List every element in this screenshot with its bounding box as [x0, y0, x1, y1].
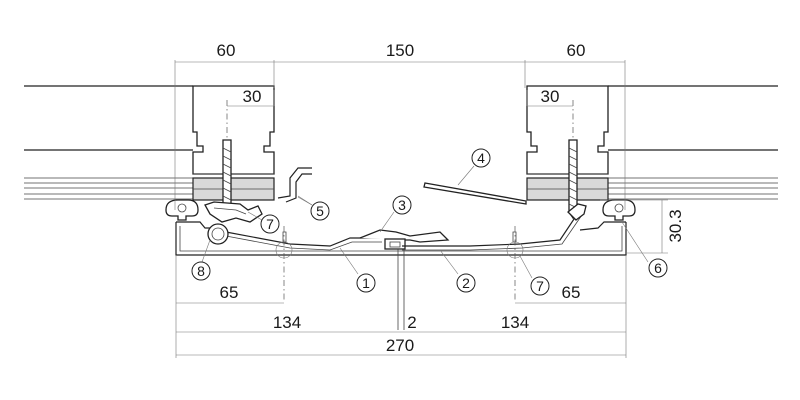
fastener-left — [275, 226, 293, 300]
dim-bottom-right-half: 134 — [501, 313, 529, 332]
height-dimension-lines — [600, 199, 668, 254]
balloon-2: 2 — [456, 273, 476, 293]
leader-lines — [201, 196, 649, 279]
flap-part-4 — [423, 165, 527, 205]
svg-text:2: 2 — [462, 275, 470, 291]
balloon-7-left: 7 — [260, 214, 280, 234]
balloon-8: 8 — [191, 261, 211, 281]
base-channel — [175, 205, 627, 330]
svg-text:1: 1 — [362, 275, 370, 291]
right-frame-block — [526, 85, 609, 175]
balloon-6: 6 — [648, 258, 668, 278]
dim-top-center: 150 — [386, 41, 414, 60]
roller-part-8 — [207, 223, 229, 245]
dim-screw-left: 30 — [243, 87, 262, 106]
left-frame-block — [192, 85, 275, 175]
clip-part-7-right — [567, 203, 587, 221]
balloon-5: 5 — [310, 201, 330, 221]
dim-top-left: 60 — [217, 41, 236, 60]
dim-bottom-right-offset: 65 — [562, 283, 581, 302]
svg-text:6: 6 — [654, 260, 662, 276]
clip-part-7-left — [204, 201, 263, 223]
dim-bottom-total: 270 — [386, 336, 414, 355]
left-screw — [222, 100, 232, 220]
dim-top-right: 60 — [567, 41, 586, 60]
dim-height-right: 30.3 — [666, 209, 685, 242]
balloon-7-right: 7 — [530, 276, 550, 296]
dim-screw-right: 30 — [541, 87, 560, 106]
dim-bottom-left-half: 134 — [273, 313, 301, 332]
svg-text:7: 7 — [266, 216, 274, 232]
svg-text:7: 7 — [536, 278, 544, 294]
top-dimension-lines — [174, 60, 626, 210]
svg-text:3: 3 — [398, 197, 406, 213]
svg-text:8: 8 — [197, 263, 205, 279]
fastener-right — [506, 226, 524, 300]
dim-bottom-left-offset: 65 — [220, 283, 239, 302]
balloon-3: 3 — [392, 195, 412, 215]
dim-bottom-gap: 2 — [407, 313, 416, 332]
balloon-1: 1 — [356, 273, 376, 293]
right-seal-part-6 — [602, 199, 636, 221]
bottom-dimension-lines — [175, 256, 627, 358]
left-panel-lines — [24, 85, 193, 200]
clip-part-5 — [277, 167, 313, 206]
svg-text:5: 5 — [316, 203, 324, 219]
balloon-4: 4 — [471, 148, 491, 168]
left-seal — [165, 199, 199, 221]
svg-text:4: 4 — [477, 150, 485, 166]
right-panel-lines — [608, 85, 778, 200]
